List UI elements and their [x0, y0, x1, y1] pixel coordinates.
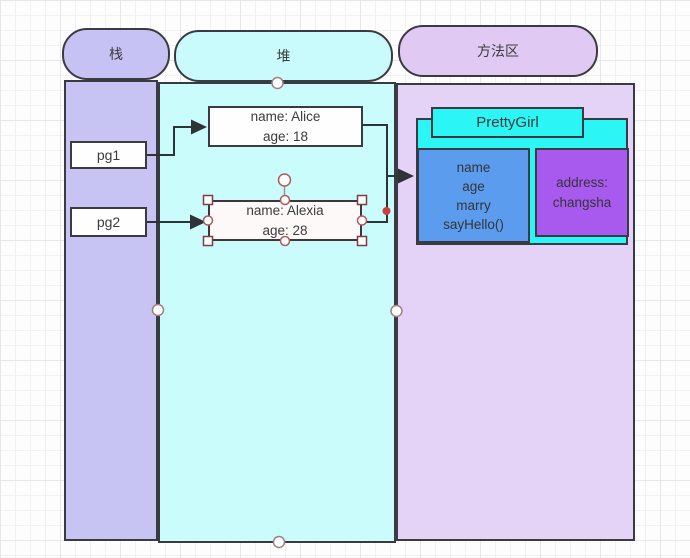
alexia-object-text: name: Alexia age: 28	[246, 202, 324, 238]
stack-variable-pg1[interactable]: pg1	[70, 141, 147, 169]
class-static-box[interactable]: address: changsha	[535, 148, 629, 237]
heap-handle-right[interactable]	[390, 304, 403, 318]
method-area-region-tab[interactable]: 方法区	[398, 25, 598, 77]
selection-handle-top-mid[interactable]	[279, 194, 291, 206]
stack-region-tab[interactable]: 栈	[62, 28, 170, 80]
arrowhead-into-alice	[191, 119, 207, 135]
heap-object-alice[interactable]: name: Alice age: 18	[208, 106, 363, 147]
selection-handle-bottom-right[interactable]	[356, 235, 368, 247]
pg1-label: pg1	[96, 147, 121, 163]
selection-handle-bottom-left[interactable]	[202, 235, 214, 247]
class-static-text: address: changsha	[552, 174, 612, 210]
selection-handle-top-left[interactable]	[202, 194, 214, 206]
connector-alice-to-class[interactable]	[362, 124, 388, 223]
heap-region-column[interactable]	[158, 82, 396, 543]
edge-endpoint-dot[interactable]	[382, 207, 391, 215]
stack-variable-pg2[interactable]: pg2	[70, 207, 147, 237]
selection-handle-top-right[interactable]	[356, 194, 368, 206]
selection-handle-left-mid[interactable]	[202, 215, 214, 226]
pg2-label: pg2	[96, 214, 121, 230]
selection-handle-bottom-mid[interactable]	[279, 235, 291, 247]
class-title-box[interactable]: PrettyGirl	[431, 107, 584, 138]
class-title-label: PrettyGirl	[476, 114, 539, 131]
heap-region-tab[interactable]: 堆	[174, 30, 393, 82]
heap-region-label: 堆	[276, 48, 291, 64]
heap-handle-top[interactable]	[271, 76, 284, 90]
connector-pg1-to-alice[interactable]	[147, 126, 192, 156]
heap-object-alexia-selected[interactable]: name: Alexia age: 28	[208, 200, 362, 241]
class-members-box[interactable]: name age marry sayHello()	[417, 148, 530, 243]
rotation-handle[interactable]	[277, 173, 292, 187]
alice-object-text: name: Alice age: 18	[250, 108, 321, 144]
heap-handle-bottom[interactable]	[272, 535, 286, 549]
class-members-text: name age marry sayHello()	[443, 159, 504, 232]
arrowhead-into-class	[398, 168, 414, 184]
arrowhead-into-alexia	[190, 214, 206, 230]
selection-handle-right-mid[interactable]	[356, 215, 368, 226]
stack-region-label: 栈	[109, 46, 123, 62]
heap-handle-left[interactable]	[151, 303, 165, 317]
method-area-region-label: 方法区	[477, 43, 519, 59]
